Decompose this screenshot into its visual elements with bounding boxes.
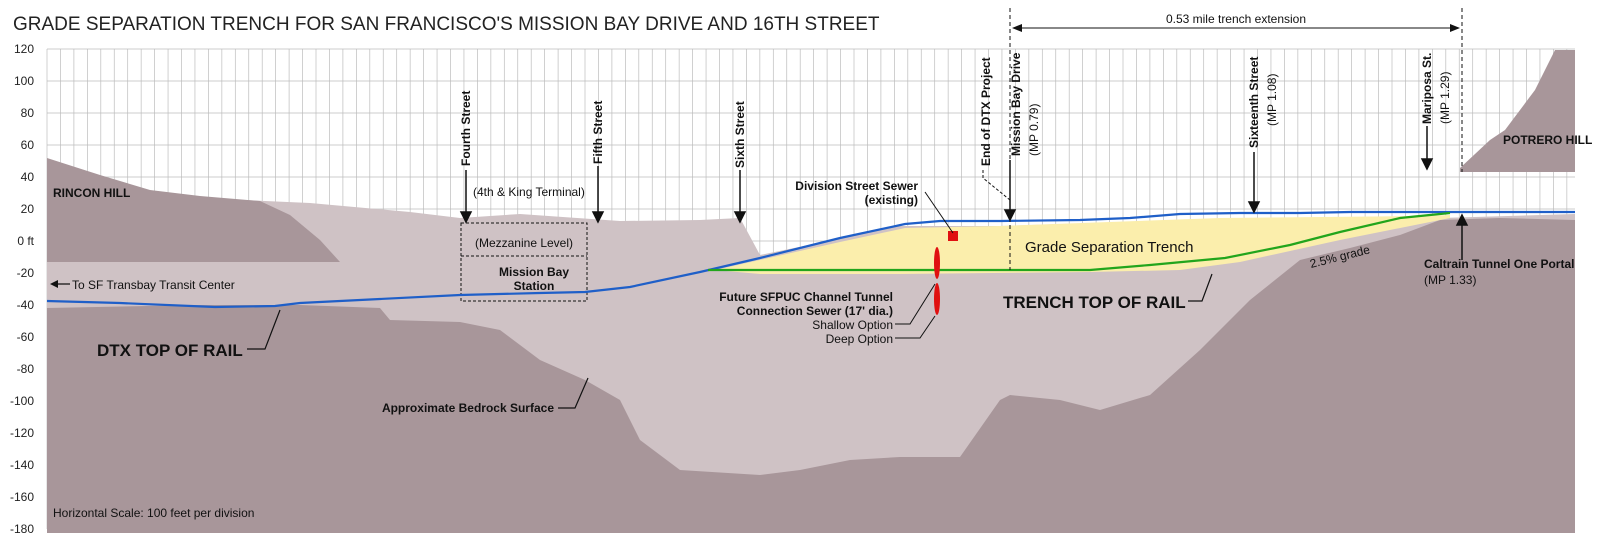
station-box bbox=[460, 222, 588, 302]
y-axis: 120 100 80 60 40 20 0 ft -20 -40 -60 -80 -100 -120 -1… bbox=[10, 42, 35, 533]
bedrock-leader bbox=[558, 377, 589, 409]
sixteenth-street-label: Sixteenth Street bbox=[1247, 57, 1261, 148]
y-tick-label: -80 bbox=[17, 362, 35, 376]
scale-label: Horizontal Scale: 100 feet per division bbox=[53, 506, 254, 520]
bedrock-layer bbox=[47, 50, 1575, 533]
arrow-down-icon bbox=[733, 211, 747, 224]
y-tick-label: -140 bbox=[10, 458, 34, 472]
shallow-option-label: Shallow Option bbox=[812, 318, 893, 332]
deep-option-sewer bbox=[934, 283, 940, 315]
fifth-street-label: Fifth Street bbox=[591, 101, 605, 164]
trench-label: Grade Separation Trench bbox=[1025, 239, 1193, 256]
trench-rail-leader bbox=[1188, 273, 1213, 302]
dtx-rail-leader bbox=[247, 309, 281, 350]
arrow-right-icon bbox=[1450, 24, 1460, 32]
y-tick-label: 20 bbox=[21, 202, 35, 216]
station-label-1: Mission Bay bbox=[499, 265, 569, 279]
sfpuc-label-1: Future SFPUC Channel Tunnel bbox=[719, 290, 893, 304]
shallow-leader bbox=[895, 283, 936, 325]
portal-label-2: (MP 1.33) bbox=[1424, 273, 1476, 287]
potrero-hill-label: POTRERO HILL bbox=[1503, 133, 1592, 147]
sfpuc-label-2: Connection Sewer (17' dia.) bbox=[737, 304, 893, 318]
y-tick-label: 0 ft bbox=[17, 234, 34, 248]
sixteenth-mp-label: (MP 1.08) bbox=[1265, 74, 1279, 126]
division-sewer-label-2: (existing) bbox=[865, 193, 918, 207]
y-tick-label: 60 bbox=[21, 138, 35, 152]
transbay-label: To SF Transbay Transit Center bbox=[72, 278, 235, 292]
mezzanine-label: (Mezzanine Level) bbox=[475, 236, 573, 250]
y-tick-label: -120 bbox=[10, 426, 34, 440]
mission-bay-drive-label: Mission Bay Drive bbox=[1009, 52, 1023, 156]
arrow-left-icon bbox=[1012, 24, 1022, 32]
arrow-down-icon bbox=[1247, 201, 1261, 214]
rincon-hill-label: RINCON HILL bbox=[53, 186, 130, 200]
trench-fill bbox=[715, 215, 1450, 274]
deep-leader bbox=[895, 315, 936, 339]
trench-top-of-rail-line bbox=[708, 211, 1451, 272]
mariposa-label: Mariposa St. bbox=[1420, 53, 1434, 124]
portal-label-1: Caltrain Tunnel One Portal bbox=[1424, 257, 1574, 271]
arrow-down-icon bbox=[1003, 209, 1017, 222]
bedrock-label: Approximate Bedrock Surface bbox=[382, 401, 554, 415]
arrow-down-icon bbox=[591, 211, 605, 224]
division-street-sewer-marker bbox=[948, 231, 958, 241]
y-tick-label: -40 bbox=[17, 298, 35, 312]
y-tick-label: 80 bbox=[21, 106, 35, 120]
y-tick-label: -160 bbox=[10, 490, 34, 504]
dtx-top-of-rail-line bbox=[46, 210, 1575, 309]
y-tick-label: 120 bbox=[14, 42, 34, 56]
station-label-2: Station bbox=[514, 279, 555, 293]
dtx-top-of-rail-label: DTX TOP OF RAIL bbox=[97, 341, 243, 360]
sixth-street-label: Sixth Street bbox=[733, 101, 747, 168]
division-sewer-leader bbox=[924, 191, 954, 234]
page-title: GRADE SEPARATION TRENCH FOR SAN FRANCISC… bbox=[13, 14, 880, 35]
mariposa-mp-label: (MP 1.29) bbox=[1438, 72, 1452, 124]
y-tick-label: -100 bbox=[10, 394, 34, 408]
terminal-label: (4th & King Terminal) bbox=[473, 185, 585, 199]
y-tick-label: -20 bbox=[17, 266, 35, 280]
dtx-end-leader bbox=[982, 170, 1011, 201]
trench-top-of-rail-label: TRENCH TOP OF RAIL bbox=[1003, 293, 1186, 312]
y-tick-label: -60 bbox=[17, 330, 35, 344]
deep-option-label: Deep Option bbox=[826, 332, 893, 346]
extension-label: 0.53 mile trench extension bbox=[1166, 12, 1306, 26]
street-arrows bbox=[459, 126, 1469, 260]
y-tick-label: 40 bbox=[21, 170, 35, 184]
arrow-up-icon bbox=[1455, 213, 1469, 226]
dtx-end-label: End of DTX Project bbox=[979, 57, 993, 166]
division-sewer-label-1: Division Street Sewer bbox=[795, 179, 918, 193]
arrow-down-icon bbox=[1420, 158, 1434, 171]
arrow-left-icon bbox=[50, 280, 58, 288]
y-tick-label: -180 bbox=[10, 522, 34, 533]
shallow-option-sewer bbox=[934, 247, 940, 279]
y-tick-label: 100 bbox=[14, 74, 34, 88]
mission-bay-mp-label: (MP 0.79) bbox=[1027, 104, 1041, 156]
fourth-street-label: Fourth Street bbox=[459, 91, 473, 166]
arrow-down-icon bbox=[459, 211, 473, 224]
